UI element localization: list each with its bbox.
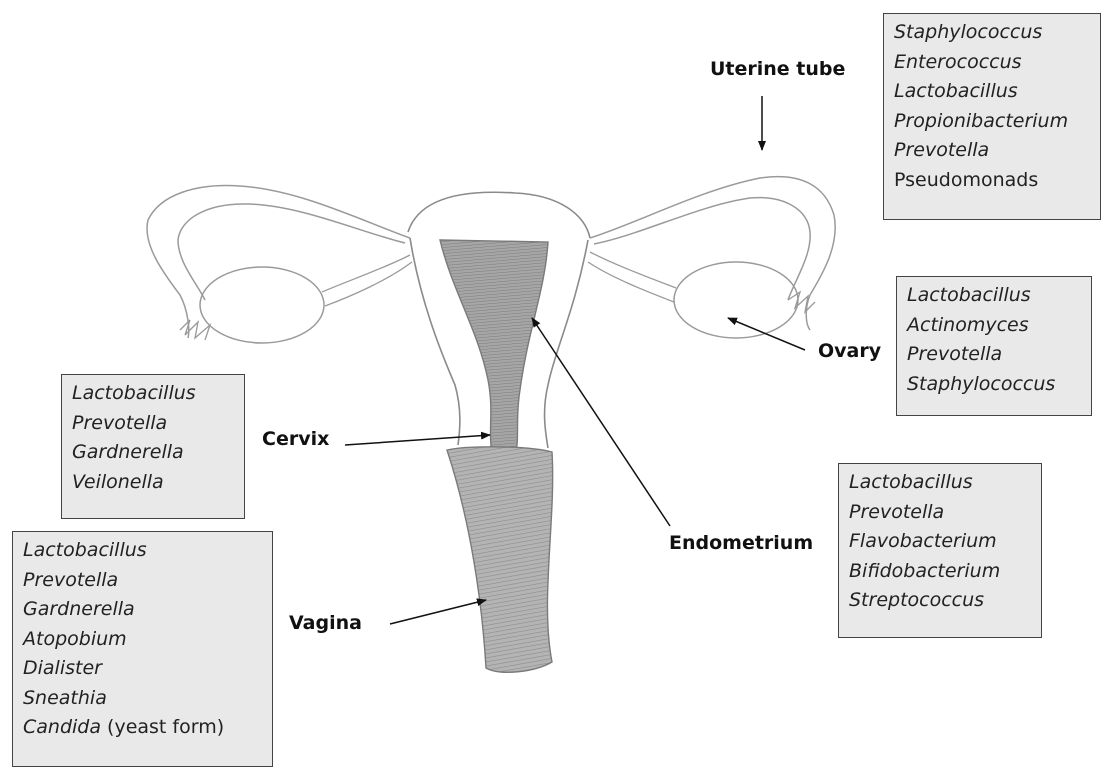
microbe-item: Staphylococcus — [907, 370, 1081, 400]
microbe-item: Flavobacterium — [849, 527, 1031, 557]
cervix-microbes-box: Lactobacillus Prevotella Gardnerella Vei… — [61, 374, 245, 519]
right-ovarian-ligament — [588, 252, 676, 302]
left-uterine-tube — [147, 186, 410, 338]
microbe-item: Lactobacillus — [849, 468, 1031, 498]
uterine-tube-label: Uterine tube — [710, 58, 845, 80]
microbe-item: Sneathia — [23, 684, 262, 714]
microbe-item: Streptococcus — [849, 586, 1031, 616]
vagina-label: Vagina — [289, 612, 362, 634]
left-ovary — [200, 267, 324, 343]
left-ovarian-ligament — [322, 255, 412, 306]
microbe-item: Gardnerella — [23, 595, 262, 625]
cervix-arrow — [345, 435, 490, 445]
right-uterine-tube — [590, 177, 835, 330]
cervix-label: Cervix — [262, 428, 329, 450]
microbe-item: Veilonella — [72, 468, 234, 498]
microbe-item: Staphylococcus — [894, 18, 1090, 48]
microbe-item: Pseudomonads — [894, 166, 1090, 196]
microbe-item: Lactobacillus — [23, 536, 262, 566]
microbe-item: Enterococcus — [894, 48, 1090, 78]
microbe-item: Prevotella — [907, 340, 1081, 370]
microbe-item: Atopobium — [23, 625, 262, 655]
microbe-item: Prevotella — [23, 566, 262, 596]
microbe-item: Candida (yeast form) — [23, 713, 262, 743]
ovary-arrow — [728, 318, 805, 350]
microbe-item: Dialister — [23, 654, 262, 684]
left-fimbriae — [180, 320, 210, 340]
microbe-item: Prevotella — [894, 136, 1090, 166]
microbe-item: Prevotella — [72, 409, 234, 439]
vagina-tube — [447, 447, 553, 672]
ovary-microbes-box: Lactobacillus Actinomyces Prevotella Sta… — [896, 276, 1092, 416]
endometrium-cavity — [440, 240, 548, 455]
microbe-item: Bifidobacterium — [849, 557, 1031, 587]
microbe-item: Actinomyces — [907, 311, 1081, 341]
endometrium-label: Endometrium — [669, 532, 813, 554]
ovary-label: Ovary — [818, 340, 881, 362]
microbe-item: Gardnerella — [72, 438, 234, 468]
uterine-tube-microbes-box: Staphylococcus Enterococcus Lactobacillu… — [883, 13, 1101, 220]
vagina-microbes-box: Lactobacillus Prevotella Gardnerella Ato… — [12, 531, 273, 767]
uterus-fundus — [408, 192, 590, 238]
right-fimbriae — [788, 292, 815, 312]
microbe-item: Propionibacterium — [894, 107, 1090, 137]
right-ovary — [674, 262, 798, 338]
microbe-item: Lactobacillus — [72, 379, 234, 409]
microbe-item: Lactobacillus — [894, 77, 1090, 107]
microbe-item: Prevotella — [849, 498, 1031, 528]
microbe-item: Lactobacillus — [907, 281, 1081, 311]
vagina-arrow — [390, 600, 486, 624]
endometrium-microbes-box: Lactobacillus Prevotella Flavobacterium … — [838, 463, 1042, 638]
